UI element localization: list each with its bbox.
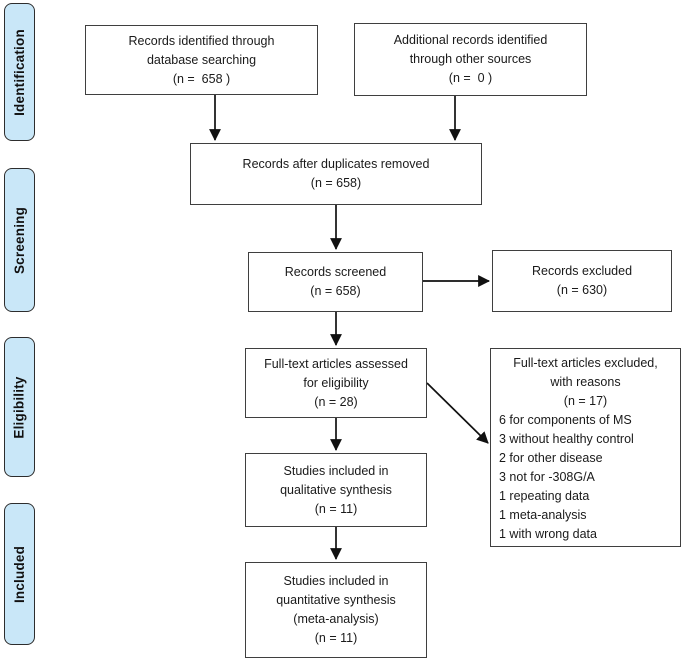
stage-label-screening-text: Screening xyxy=(12,206,28,274)
box-fulltext-assessed-line2: for eligibility xyxy=(303,375,369,390)
box-records-excluded: Records excluded (n = 630) xyxy=(492,250,672,312)
box-fulltext-assessed-line1: Full-text articles assessed xyxy=(264,356,408,371)
box-qualitative-count: (n = 11) xyxy=(314,501,358,516)
box-additional-records-line2: through other sources xyxy=(409,52,532,66)
box-duplicates-removed-line1: Records after duplicates removed xyxy=(242,157,430,171)
exclusion-reason-6: 1 meta-analysis xyxy=(499,508,587,522)
box-records-identified-line1: Records identified through xyxy=(128,33,275,48)
fulltext-excluded-title-line2: with reasons xyxy=(550,375,621,389)
box-duplicates-removed: Records after duplicates removed (n = 65… xyxy=(190,143,482,205)
exclusion-reason-3: 2 for other disease xyxy=(499,451,603,465)
stage-label-screening: Screening xyxy=(4,168,35,312)
fulltext-excluded-title: Full-text articles excluded, with reason… xyxy=(491,354,680,411)
exclusion-reason-5: 1 repeating data xyxy=(499,489,590,503)
box-quantitative-line1: Studies included in xyxy=(283,574,389,588)
box-records-identified-line2: database searching xyxy=(146,52,257,67)
box-qualitative-synthesis: Studies included in qualitative synthesi… xyxy=(245,453,427,527)
box-quantitative-line2: quantitative synthesis xyxy=(276,593,396,607)
box-qualitative-line2: qualitative synthesis xyxy=(280,482,392,497)
box-records-screened-count: (n = 658) xyxy=(310,284,361,298)
box-records-excluded-count: (n = 630) xyxy=(556,283,608,297)
box-fulltext-assessed: Full-text articles assessed for eligibil… xyxy=(245,348,427,418)
arrow-fulltext-to-excluded-reasons xyxy=(426,382,489,444)
fulltext-excluded-reason-list: 6 for components of MS 3 without healthy… xyxy=(491,411,680,544)
stage-label-included-text: Included xyxy=(12,545,28,603)
stage-label-identification-text: Identification xyxy=(12,28,27,116)
box-qualitative-line1: Studies included in xyxy=(283,463,389,478)
box-records-excluded-line1: Records excluded xyxy=(531,264,633,278)
box-records-screened-line1: Records screened xyxy=(284,265,387,279)
box-quantitative-count: (n = 11) xyxy=(314,631,358,645)
box-quantitative-synthesis: Studies included in quantitative synthes… xyxy=(245,562,427,658)
box-additional-records-count: (n = 0 ) xyxy=(448,71,493,85)
stage-label-identification: Identification xyxy=(4,3,35,141)
box-additional-records-line1: Additional records identified xyxy=(393,33,548,47)
exclusion-reason-2: 3 without healthy control xyxy=(499,432,634,446)
box-quantitative-line3: (meta-analysis) xyxy=(293,612,379,626)
fulltext-excluded-title-line1: Full-text articles excluded, xyxy=(513,356,658,370)
box-records-identified-count: (n = 658 ) xyxy=(172,71,231,86)
exclusion-reason-4: 3 not for -308G/A xyxy=(499,470,595,484)
stage-label-eligibility: Eligibility xyxy=(4,337,35,477)
fulltext-excluded-count: (n = 17) xyxy=(563,394,608,408)
box-additional-records: Additional records identified through ot… xyxy=(354,23,587,96)
exclusion-reason-1: 6 for components of MS xyxy=(499,413,632,427)
box-records-screened: Records screened (n = 658) xyxy=(248,252,423,312)
box-fulltext-assessed-count: (n = 28) xyxy=(314,394,358,409)
box-records-identified: Records identified through database sear… xyxy=(85,25,318,95)
exclusion-reason-7: 1 with wrong data xyxy=(499,527,597,541)
box-duplicates-removed-count: (n = 658) xyxy=(310,176,362,190)
stage-label-included: Included xyxy=(4,503,35,645)
stage-label-eligibility-text: Eligibility xyxy=(12,375,27,439)
box-fulltext-excluded-reasons: Full-text articles excluded, with reason… xyxy=(490,348,681,547)
